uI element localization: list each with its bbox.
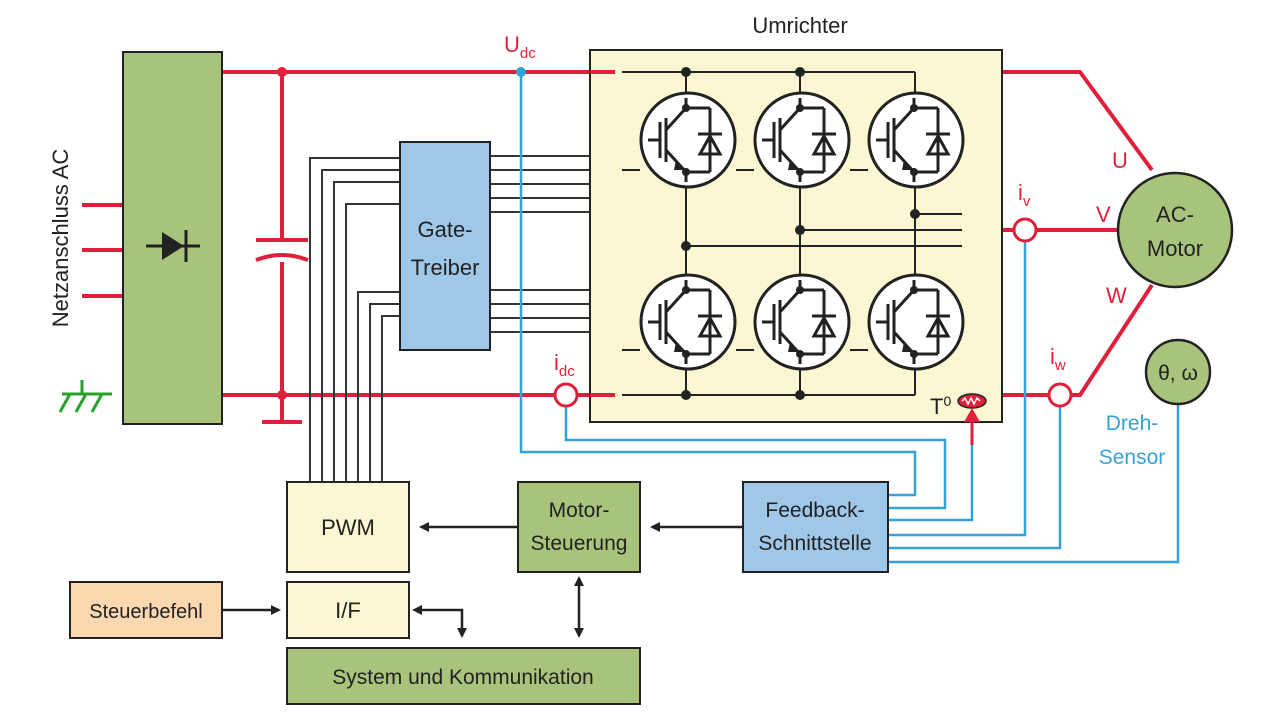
dc-link-capacitor	[255, 67, 309, 400]
igbt-low-u	[639, 273, 737, 371]
motor-control-label-1: Motor-	[549, 499, 610, 522]
iw-label: iw	[1050, 344, 1066, 374]
motor-label-2: Motor	[1147, 236, 1203, 261]
igbt-low-w	[867, 273, 965, 371]
rotary-sensor	[1144, 338, 1212, 406]
feedback-label-1: Feedback-	[765, 499, 864, 522]
motor-label-1: AC-	[1156, 202, 1194, 227]
iv-label: iv	[1018, 180, 1031, 210]
gate-driver-label-2: Treiber	[411, 255, 480, 280]
phase-v-label: V	[1096, 202, 1111, 227]
current-sensor-idc	[553, 382, 579, 408]
ground-icon	[58, 380, 112, 413]
rectifier-block	[122, 51, 223, 425]
feedback-lines	[519, 72, 1180, 564]
system-label: System und Kommunikation	[332, 666, 593, 689]
pwm-block	[286, 481, 410, 573]
pwm-label: PWM	[321, 515, 375, 540]
system-block	[286, 647, 641, 705]
if-block	[286, 581, 410, 639]
igbt-high-v	[753, 91, 851, 189]
igbt-high-u	[639, 91, 737, 189]
feedback-label-2: Schnittstelle	[758, 532, 871, 555]
current-sensors	[553, 217, 1073, 408]
temperature-label: T0	[930, 393, 951, 419]
igbt-low-v	[753, 273, 851, 371]
if-label: I/F	[335, 598, 361, 623]
control-arrows	[222, 522, 743, 638]
udc-label: Udc	[504, 32, 536, 62]
current-sensor-iw	[1047, 382, 1073, 408]
rotary-sensor-label-1: Dreh-	[1106, 412, 1159, 435]
gate-wires	[309, 155, 590, 482]
igbt-high-w	[867, 91, 965, 189]
rotary-sensor-label-2: Sensor	[1099, 446, 1166, 469]
sensor-symbol: θ, ω	[1158, 362, 1198, 385]
ac-input-label: Netzanschluss AC	[48, 149, 73, 328]
motor-control-label-2: Steuerung	[531, 532, 628, 555]
command-label: Steuerbefehl	[89, 601, 202, 623]
inverter-title: Umrichter	[752, 13, 847, 38]
motor-control-block	[517, 481, 641, 573]
gate-driver-block	[399, 141, 491, 351]
feedback-interface-block	[742, 481, 889, 573]
gate-driver-label-1: Gate-	[417, 217, 472, 242]
inverter-block	[589, 49, 1003, 445]
phase-w-label: W	[1106, 283, 1127, 308]
phase-u-label: U	[1112, 148, 1128, 173]
ac-motor	[1116, 171, 1234, 289]
current-sensor-iv	[1012, 217, 1038, 243]
idc-label: idc	[554, 350, 575, 380]
